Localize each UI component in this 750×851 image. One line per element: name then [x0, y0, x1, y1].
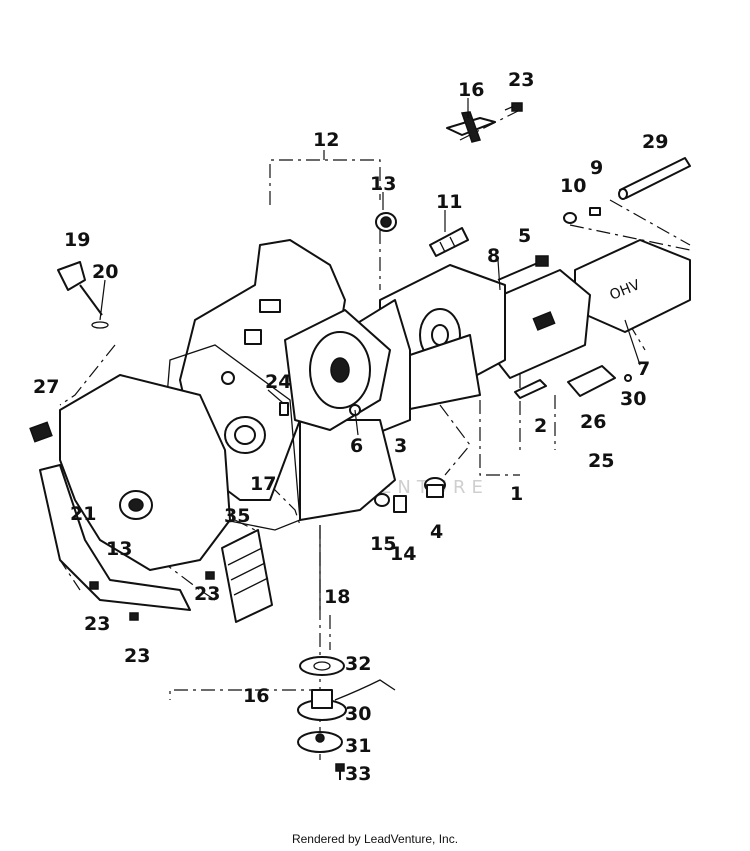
- callout-labels: 16 23 12 29 13 9 10 11 19 5 8 20 7 24 27…: [33, 69, 668, 785]
- part-cylinder-head: [379, 264, 506, 411]
- callout-26: 26: [580, 411, 606, 433]
- callout-14: 14: [390, 543, 416, 565]
- callout-13: 13: [370, 173, 396, 195]
- callout-2: 2: [534, 415, 547, 437]
- part-5-bolt: [497, 255, 549, 281]
- part-4-fitting: [424, 477, 446, 498]
- part-14-15-drain-bolt: [374, 493, 407, 513]
- part-33-screw: [335, 763, 345, 780]
- callout-23b: 23: [194, 583, 220, 605]
- part-24-dowel: [279, 402, 289, 416]
- callout-12: 12: [313, 129, 339, 151]
- callout-21: 20: [92, 261, 118, 283]
- callout-34: 35: [224, 505, 250, 527]
- callout-28: 30: [620, 388, 646, 410]
- callout-33: 33: [345, 763, 371, 785]
- part-32-gasket: [299, 656, 345, 676]
- part-11-spark-plug: [429, 227, 469, 257]
- callout-24: 24: [265, 371, 291, 393]
- callout-30: 30: [345, 703, 371, 725]
- callout-6: 6: [350, 435, 363, 457]
- part-30-oil-switch: [297, 679, 396, 721]
- callout-13b: 13: [106, 538, 132, 560]
- callout-8: 8: [487, 245, 500, 267]
- part-2-dowel: [514, 379, 547, 399]
- callout-18: 17: [250, 473, 276, 495]
- callout-15: 15: [370, 533, 396, 555]
- callout-20: 19: [64, 229, 90, 251]
- callout-25: 25: [588, 450, 614, 472]
- leader-lines: [99, 98, 641, 610]
- part-29-pin: [618, 157, 691, 200]
- callout-23d: 23: [124, 645, 150, 667]
- callout-1: 1: [510, 483, 523, 505]
- part-9-10-washer: [563, 207, 601, 224]
- callout-31: 31: [345, 735, 371, 757]
- callout-17: 16: [458, 79, 484, 101]
- part-23-bolts: [89, 571, 215, 621]
- part-35-guard: [39, 464, 191, 611]
- callout-5: 5: [518, 225, 531, 247]
- callout-4: 4: [430, 521, 443, 543]
- callout-19: 18: [324, 586, 350, 608]
- part-20-21-dipstick: [57, 261, 109, 329]
- footer-credit: Rendered by LeadVenture, Inc.: [291, 832, 459, 846]
- callout-3: 3: [394, 435, 407, 457]
- part-17-clip: [446, 111, 496, 143]
- callout-7: 7: [637, 358, 650, 380]
- part-13-seal-top: [375, 212, 397, 232]
- callout-32: 32: [345, 653, 371, 675]
- callout-23: 23: [508, 69, 534, 91]
- callout-29: 29: [642, 131, 668, 153]
- callout-27: 27: [33, 376, 59, 398]
- part-7-valve-cover: OHV: [574, 239, 691, 333]
- part-31-cover: [297, 731, 343, 753]
- part-23-bolt-top: [504, 102, 523, 112]
- callout-10: 10: [560, 175, 586, 197]
- part-26-block: [567, 365, 632, 397]
- part-27-crankcase-cover: [29, 374, 266, 571]
- part-34-screen: [221, 529, 273, 623]
- callout-11: 11: [436, 191, 462, 213]
- callout-22: 21: [70, 503, 96, 525]
- callout-9: 9: [590, 157, 603, 179]
- callout-23c: 23: [84, 613, 110, 635]
- callout-16: 16: [243, 685, 269, 707]
